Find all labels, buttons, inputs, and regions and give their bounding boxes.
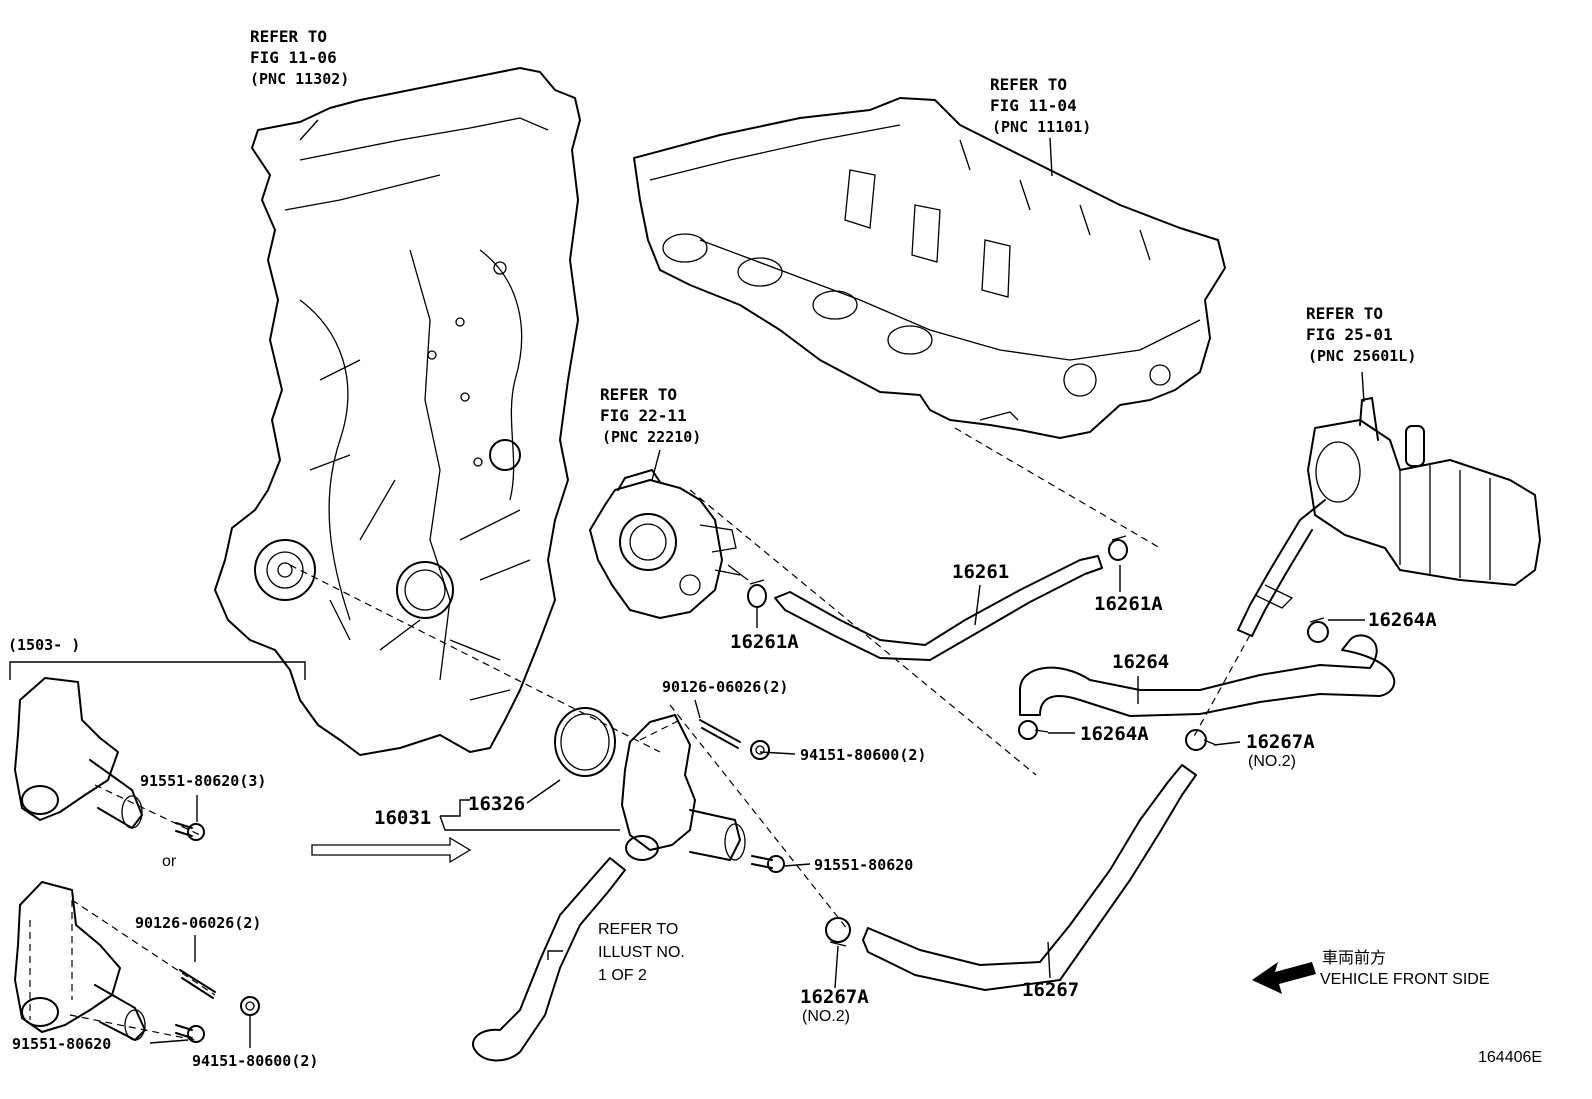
nut-center-icon	[750, 740, 770, 760]
vehicle-front-japanese: 車両前方	[1322, 949, 1386, 967]
part-16267A-bottom: 16267A	[800, 986, 869, 1008]
clamp-16261A-left-icon	[747, 579, 767, 608]
ref-throttle-body-line2: FIG 22-11	[600, 406, 687, 425]
part-16261A-left: 16261A	[730, 631, 799, 653]
illustration-id: 164406E	[1478, 1049, 1542, 1066]
ref-illust-line3: 1 OF 2	[598, 967, 647, 984]
part-nut-lower-left: 94151-80600(2)	[192, 1052, 318, 1070]
part-16261A-right: 16261A	[1094, 593, 1163, 615]
ref-throttle-body-line1: REFER TO	[600, 385, 677, 404]
part-bolt-lower-left: 91551-80620	[12, 1035, 111, 1053]
clamp-16267A-right-icon	[1185, 729, 1217, 751]
leader-lines	[149, 119, 1365, 1048]
ref-cylinder-head-line3: (PNC 11101)	[992, 118, 1091, 136]
part-16326: 16326	[468, 793, 525, 815]
ref-cylinder-head-line1: REFER TO	[990, 75, 1067, 94]
or-label: or	[162, 853, 177, 870]
clamp-16264A-left-icon	[1018, 720, 1049, 740]
assembly-dashed-lines	[69, 427, 1251, 1041]
clamp-16267A-bottom-icon	[825, 917, 851, 947]
bolt-upper-left-icon	[175, 822, 205, 841]
part-16031: 16031	[374, 807, 431, 829]
date-range-label: (1503- )	[8, 636, 80, 654]
part-16267: 16267	[1022, 979, 1079, 1001]
direction-arrow-icon	[311, 836, 472, 864]
part-16267A-bottom-sub: (NO.2)	[802, 1008, 850, 1025]
water-inlet-alt-upper-drawing	[14, 677, 143, 829]
water-inlet-housing-drawing	[554, 707, 746, 861]
bolt-center-icon	[751, 855, 785, 873]
stud-lower-left-icon	[179, 969, 216, 999]
ref-throttle-body-line3: (PNC 22210)	[602, 428, 701, 446]
nut-lower-left-icon	[240, 996, 260, 1016]
part-16267A-right-sub: (NO.2)	[1248, 753, 1296, 770]
date-range-bracket	[9, 661, 306, 680]
ref-egr-cooler-line2: FIG 25-01	[1306, 325, 1393, 344]
clamp-16264A-right-icon	[1307, 617, 1329, 643]
water-inlet-alt-lower-drawing	[14, 881, 146, 1041]
part-stud-lower-left: 90126-06026(2)	[135, 914, 261, 932]
vehicle-front-english: VEHICLE FRONT SIDE	[1320, 971, 1490, 988]
ref-cylinder-head-line2: FIG 11-04	[990, 96, 1077, 115]
clamp-16261A-right-icon	[1108, 535, 1128, 561]
part-stud-center: 90126-06026(2)	[662, 678, 788, 696]
timing-chain-cover-drawing	[214, 67, 581, 756]
ref-illust-line1: REFER TO	[598, 921, 678, 938]
ref-timing-cover-line3: (PNC 11302)	[250, 70, 349, 88]
hose-16267-drawing	[862, 764, 1197, 991]
hose-illust-drawing	[472, 857, 626, 1062]
ref-timing-cover-line1: REFER TO	[250, 27, 327, 46]
ref-egr-cooler-line1: REFER TO	[1306, 304, 1383, 323]
part-16264A-right: 16264A	[1368, 609, 1437, 631]
cylinder-head-drawing	[633, 97, 1226, 439]
hose-16264-drawing	[1019, 634, 1396, 717]
ref-egr-cooler-line3: (PNC 25601L)	[1308, 347, 1416, 365]
vehicle-front-arrow-icon	[1252, 962, 1316, 994]
part-16264A-left: 16264A	[1080, 723, 1149, 745]
part-bolt-center: 91551-80620	[814, 856, 913, 874]
part-bolt-upper-left: 91551-80620(3)	[140, 772, 266, 790]
ref-timing-cover-line2: FIG 11-06	[250, 48, 337, 67]
part-16261: 16261	[952, 561, 1009, 583]
part-16264: 16264	[1112, 651, 1169, 673]
stud-center-icon	[699, 719, 741, 749]
ref-illust-line2: ILLUST NO.	[598, 944, 685, 961]
bolt-lower-left-icon	[175, 1024, 205, 1043]
egr-cooler-drawing	[1237, 397, 1541, 637]
part-nut-center: 94151-80600(2)	[800, 746, 926, 764]
hose-16261-drawing	[774, 555, 1103, 661]
throttle-body-drawing	[589, 469, 749, 619]
part-16267A-right: 16267A	[1246, 731, 1315, 753]
